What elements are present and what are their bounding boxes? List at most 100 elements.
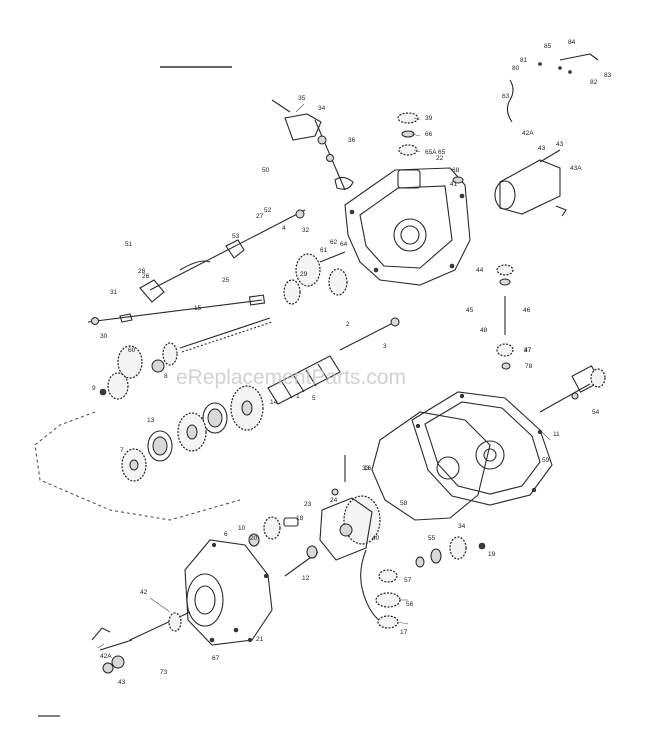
callout: 1 — [296, 393, 300, 400]
callout: 6 — [224, 531, 228, 538]
roller-shaft — [267, 317, 400, 405]
callout: 54 — [592, 409, 600, 416]
callout: 37 — [524, 347, 532, 354]
spur-gear-set — [415, 536, 486, 568]
watermark: eReplacementParts.com — [176, 366, 406, 389]
axle-hub-right — [494, 53, 599, 217]
callout: 28 — [138, 268, 146, 275]
output-shaft — [539, 365, 606, 413]
callout: 53 — [232, 233, 240, 240]
callout: 43A — [570, 165, 582, 172]
transmission-housing — [344, 167, 471, 286]
callout: 58 — [400, 500, 408, 507]
callout: 11 — [553, 431, 560, 438]
differential-assembly — [319, 495, 401, 629]
leader-lines — [97, 103, 551, 649]
callout: 7 — [120, 447, 124, 454]
callout: 34 — [318, 105, 326, 112]
callout: 55 — [428, 535, 436, 542]
callout: 60 — [128, 347, 136, 354]
callout: 39 — [425, 115, 433, 122]
callout: 10 — [238, 525, 246, 532]
callout: 67 — [212, 655, 220, 662]
callout: 51 — [125, 241, 133, 248]
callout: 84 — [568, 39, 576, 46]
callout: 42A — [522, 130, 534, 137]
callout: 40 — [372, 535, 380, 542]
callout: 42A — [100, 653, 112, 660]
seal-stack — [397, 112, 464, 184]
callout: 18 — [296, 515, 304, 522]
callout: 36 — [348, 137, 356, 144]
callout-labels: 35 34 36 39 66 65A 68 41 43 63 42A 43 43… — [92, 39, 612, 686]
callout: 42 — [140, 589, 148, 596]
callout: 52 — [264, 207, 272, 214]
splined-shaft — [117, 317, 273, 379]
callout: 30 — [100, 333, 108, 340]
callout: 9 — [92, 385, 96, 392]
main-shaft — [87, 294, 266, 325]
callout: 13 — [147, 417, 155, 424]
callout: 50 — [262, 167, 270, 174]
callout: 47 — [524, 347, 532, 354]
callout: 8 — [164, 373, 168, 380]
callout: 66 — [425, 131, 433, 138]
upper-shift-shaft — [139, 209, 306, 303]
callout: 25 — [222, 277, 230, 284]
callout: 68 — [452, 167, 460, 174]
pin — [331, 455, 346, 496]
gasket — [371, 411, 491, 521]
callout: 33 — [362, 465, 370, 472]
callout: 5 — [312, 395, 316, 402]
callout: 19 — [488, 551, 496, 558]
callout: 63 — [502, 93, 510, 100]
callout: 26 — [142, 273, 150, 280]
callout: 45 — [466, 307, 474, 314]
callout: 24 — [330, 497, 338, 504]
callout: 43 — [118, 679, 126, 686]
callout: 57 — [404, 577, 412, 584]
callout: 48 — [480, 327, 488, 334]
callout: 56 — [406, 601, 414, 608]
center-pinions — [248, 516, 299, 547]
callout: 81 — [520, 57, 528, 64]
callout: 73 — [160, 669, 168, 676]
small-pinion — [99, 372, 129, 400]
assembly-group-outline — [34, 411, 241, 521]
right-small-parts — [496, 264, 514, 370]
callout: 12 — [302, 575, 310, 582]
callout: 80 — [512, 65, 520, 72]
gear-stack — [121, 385, 264, 482]
callout: 32 — [302, 227, 310, 234]
callout: 85 — [544, 43, 552, 50]
callout: 41 — [450, 181, 458, 188]
callout: 4 — [282, 225, 286, 232]
callout: 22 — [436, 155, 444, 162]
callout: 27 — [256, 213, 264, 220]
callout: 31 — [110, 289, 118, 296]
callout: 62 — [330, 239, 338, 246]
callout: 46 — [523, 307, 531, 314]
callout: 44 — [476, 267, 484, 274]
callout: 2 — [346, 321, 350, 328]
callout: 61 — [320, 247, 328, 254]
idler-gear-cluster — [283, 251, 348, 305]
cover-plate — [411, 391, 553, 506]
callout: 65 — [438, 149, 446, 156]
shift-lever-assembly — [271, 99, 354, 191]
callout: 17 — [400, 629, 408, 636]
callout: 43 — [538, 145, 546, 152]
callout: 21 — [256, 636, 264, 643]
callout: 82 — [590, 79, 598, 86]
callout: 83 — [604, 72, 612, 79]
left-axle-housing — [91, 539, 273, 674]
callout: 20 — [250, 535, 258, 542]
callout: 15 — [194, 305, 202, 312]
callout: 16 — [364, 465, 372, 472]
callout: 35 — [298, 95, 306, 102]
callout: 59 — [542, 457, 550, 464]
callout: 65A — [425, 149, 437, 156]
callout: 34 — [458, 523, 466, 530]
callout: 29 — [300, 271, 308, 278]
